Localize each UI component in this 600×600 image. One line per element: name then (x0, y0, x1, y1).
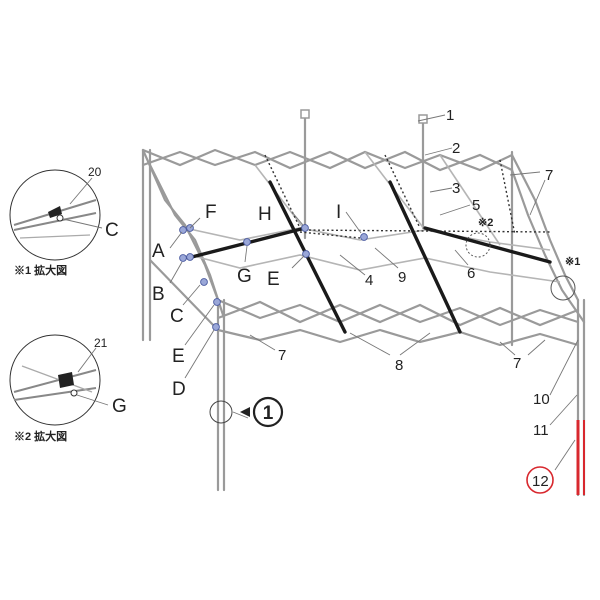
label-11: 11 (533, 422, 549, 439)
label-b: B (152, 284, 165, 305)
callout-circle-2 (465, 232, 491, 258)
label-5: 5 (472, 197, 480, 214)
circled-marker: 1 (240, 396, 284, 428)
joints (179, 224, 368, 331)
label-f: F (205, 202, 217, 223)
label-h: H (258, 204, 272, 225)
joint-i (360, 233, 368, 241)
leg-circle (209, 400, 233, 424)
label-7-top: 7 (545, 167, 553, 184)
label-c-detail: C (105, 220, 119, 241)
notes: ※2 ※1 ※1 拡大図 ※2 拡大図 (14, 217, 580, 443)
note1-mark: ※1 (565, 256, 580, 268)
inner-roof (184, 151, 561, 283)
label-e-left: E (172, 346, 185, 367)
note2-mark: ※2 (478, 217, 493, 229)
joint-b2 (186, 253, 194, 261)
back-truss (141, 148, 514, 172)
label-6: 6 (467, 265, 475, 282)
right-side-truss (510, 153, 586, 324)
part-12-highlight (526, 420, 585, 495)
label-g-detail: G (112, 396, 127, 417)
detail-view-2 (9, 334, 109, 426)
label-c: C (170, 306, 184, 327)
callout-circle-1 (550, 275, 576, 301)
label-i: I (336, 202, 341, 223)
label-a: A (152, 241, 165, 262)
letter-labels: A F B C E D G H E I C G (105, 202, 341, 417)
label-8: 8 (395, 357, 403, 374)
circled-marker-text: 1 (263, 403, 274, 424)
joint-a (179, 226, 187, 234)
joint-g (243, 238, 251, 246)
label-4: 4 (365, 272, 373, 289)
label-1: 1 (446, 107, 454, 124)
label-e-mid: E (267, 269, 280, 290)
joint-d (212, 323, 220, 331)
front-truss (216, 298, 580, 347)
left-side-truss (141, 148, 226, 332)
detail-view-1 (9, 169, 103, 261)
joint-b (179, 254, 187, 262)
label-d: D (172, 379, 186, 400)
number-labels: 1 2 3 4 5 6 7 7 7 8 9 10 11 12 20 21 (88, 107, 553, 490)
label-21: 21 (94, 336, 108, 350)
label-2: 2 (452, 140, 460, 157)
note2-caption: ※2 拡大図 (14, 429, 67, 443)
label-9: 9 (398, 269, 406, 286)
label-3: 3 (452, 180, 460, 197)
label-10: 10 (533, 391, 550, 408)
note1-caption: ※1 拡大図 (14, 263, 67, 277)
label-7-left: 7 (278, 347, 286, 364)
label-g: G (237, 266, 252, 287)
label-7-right: 7 (513, 355, 521, 372)
joint-e2 (213, 298, 221, 306)
dotted-guides (264, 154, 551, 239)
joint-h (301, 224, 309, 232)
leaders (169, 114, 579, 471)
joint-c (200, 278, 208, 286)
label-20: 20 (88, 165, 102, 179)
label-12: 12 (532, 473, 549, 490)
joint-e1 (302, 250, 310, 258)
